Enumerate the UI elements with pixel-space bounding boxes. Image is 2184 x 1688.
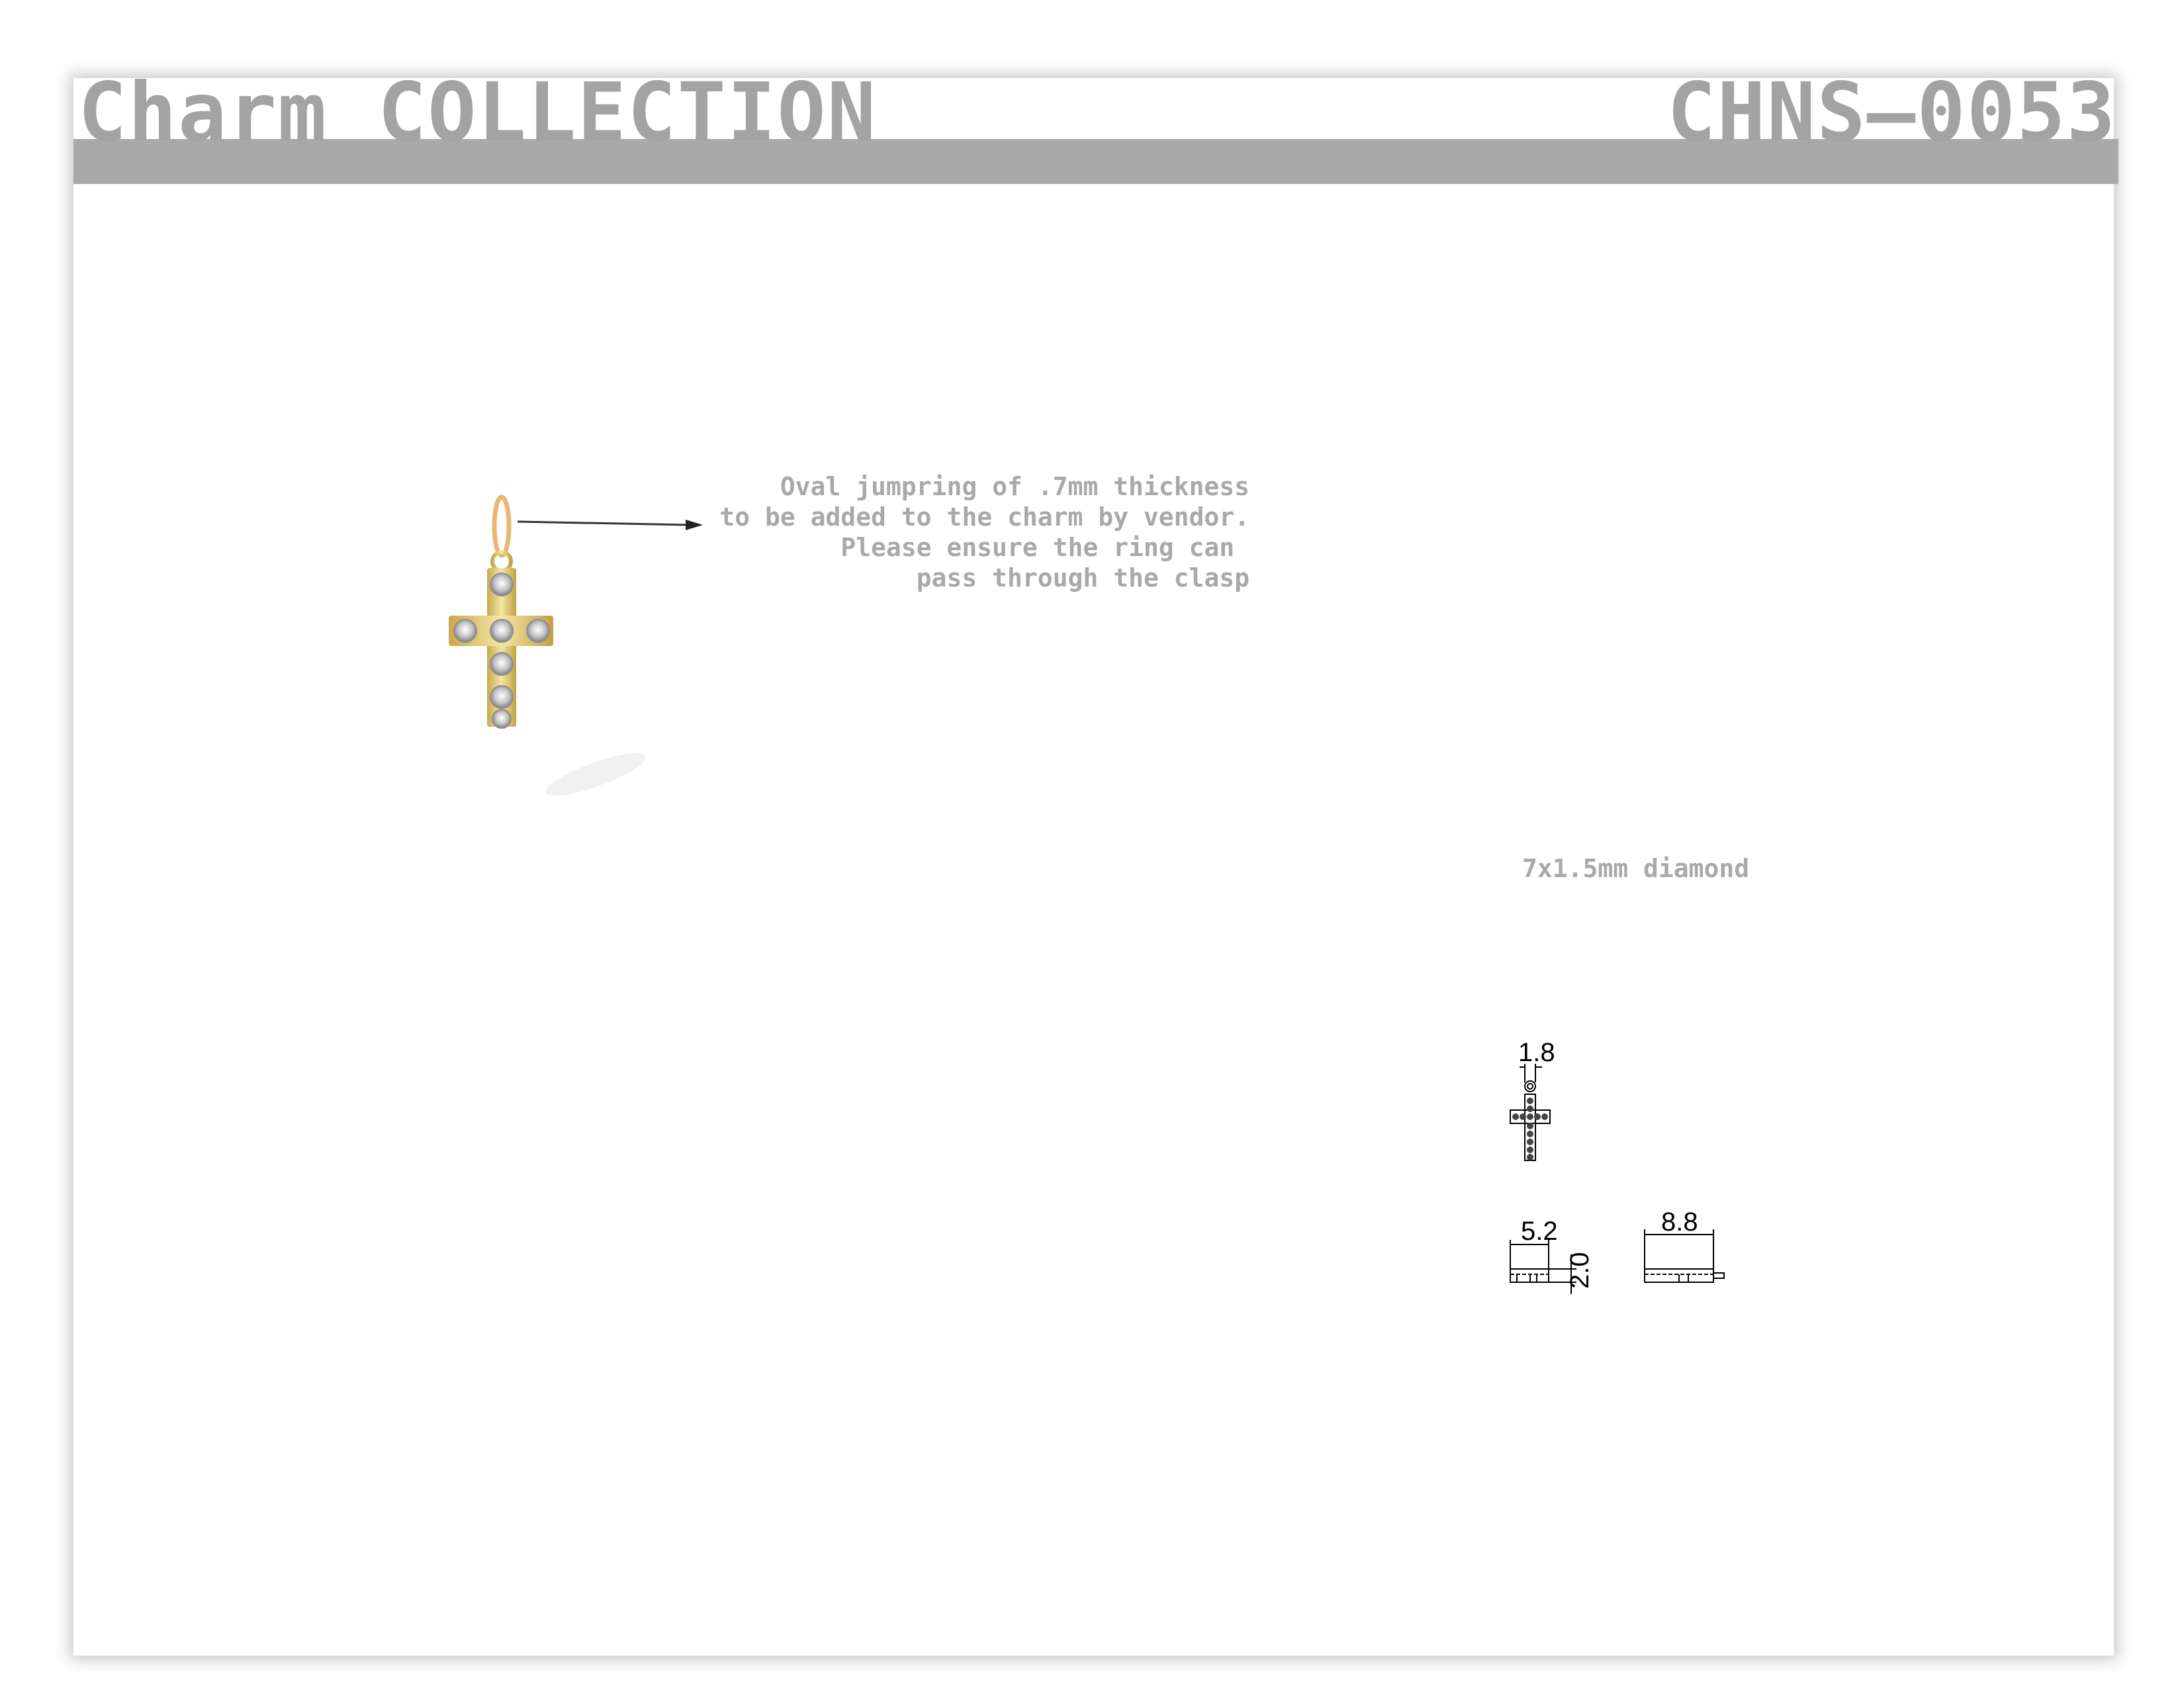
diamond-stones — [453, 573, 550, 729]
jumpring-note: Oval jumpring of .7mm thickness to be ad… — [719, 472, 1250, 592]
dim-side-width: 5.2 — [1521, 1217, 1558, 1246]
cross-vertical — [487, 568, 516, 727]
dim-thickness: 2.0 — [1565, 1252, 1594, 1289]
technical-drawing: 1.8 5.2 2.0 8.8 — [1510, 1038, 1725, 1294]
jumpring — [492, 494, 512, 558]
charm-render — [449, 494, 646, 796]
stone-spec: 7x1.5mm diamond — [1522, 854, 1750, 883]
front-view — [1510, 1064, 1551, 1161]
sku-code: CHNS–0053 — [1666, 66, 2116, 160]
reflection — [545, 753, 646, 796]
dim-length: 8.8 — [1661, 1207, 1698, 1237]
collection-title: Charm COLLECTION — [78, 66, 878, 160]
header-band — [73, 139, 2118, 184]
drawing-sheet — [73, 78, 2114, 1656]
top-view — [1644, 1229, 1725, 1283]
dim-front-width: 1.8 — [1518, 1038, 1555, 1067]
side-view — [1510, 1240, 1576, 1294]
leader-arrow — [517, 520, 703, 530]
